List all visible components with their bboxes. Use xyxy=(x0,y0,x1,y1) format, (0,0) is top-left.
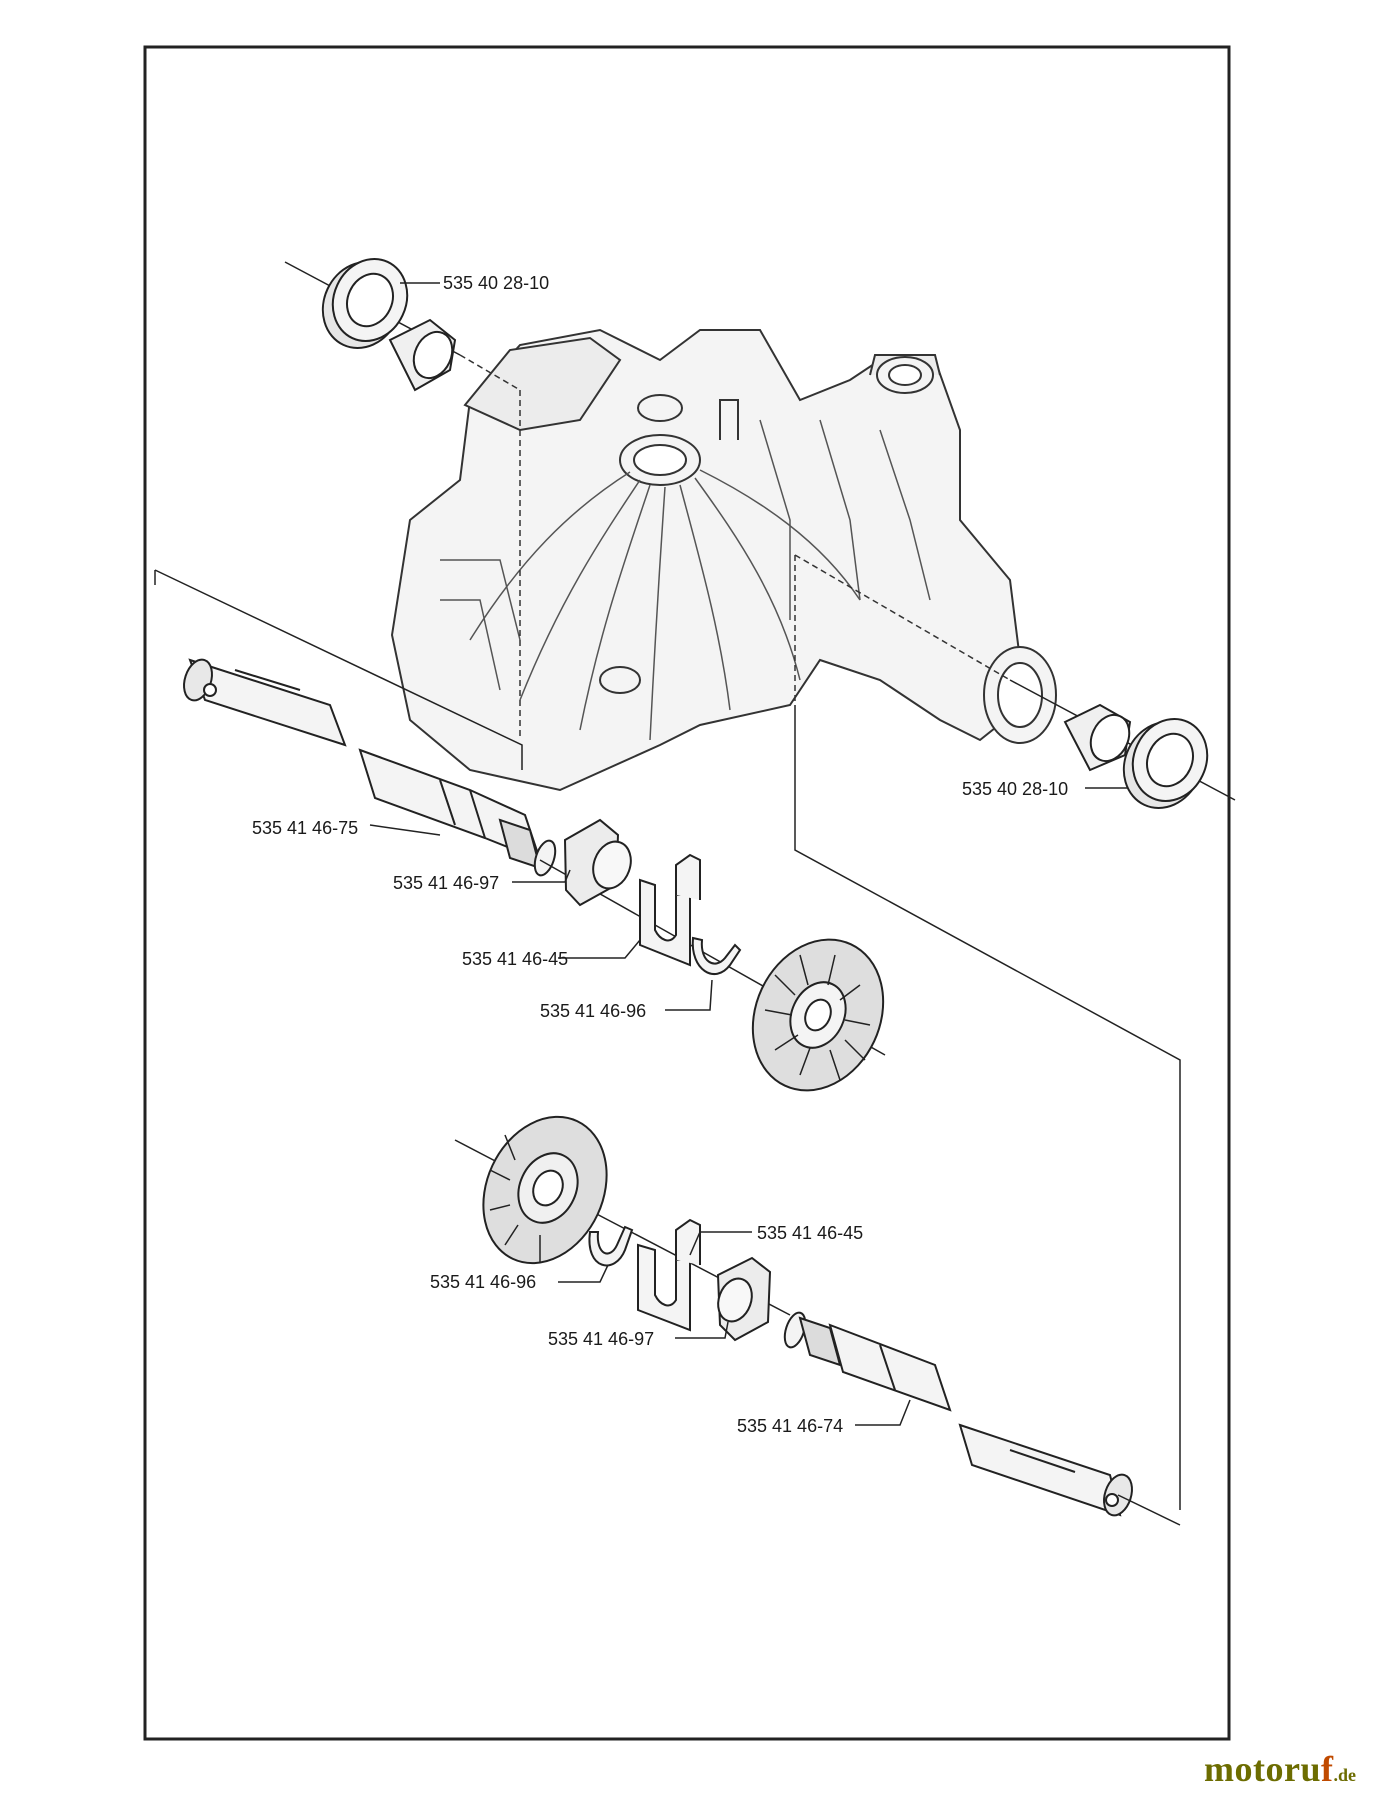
bushing-right xyxy=(1063,703,1132,772)
label-bearing-left: 535 41 46-97 xyxy=(393,873,499,893)
axle-left-spline xyxy=(498,818,557,877)
seal-top xyxy=(321,258,409,349)
washer-right xyxy=(588,1225,634,1267)
watermark-suffix: .de xyxy=(1333,1765,1357,1785)
label-seal-right: 535 40 28-10 xyxy=(962,779,1068,799)
bushing-top xyxy=(388,318,457,392)
watermark-main: motoru xyxy=(1204,1749,1321,1789)
label-washer-left: 535 41 46-96 xyxy=(540,1001,646,1021)
washer-left xyxy=(691,936,742,976)
label-axle-left: 535 41 46-75 xyxy=(252,818,358,838)
shim-left xyxy=(639,853,701,967)
watermark-accent: f xyxy=(1321,1749,1334,1789)
label-washer-right: 535 41 46-96 xyxy=(430,1272,536,1292)
right-outer-axis xyxy=(1117,1494,1181,1526)
label-shim-left: 535 41 46-45 xyxy=(462,949,568,969)
callout-leaders xyxy=(369,282,1128,1426)
axle-right-spline xyxy=(783,1311,842,1367)
axle-centerlines xyxy=(459,354,1011,740)
diagram-frame xyxy=(143,45,1231,1741)
transaxle-housing xyxy=(390,328,1057,792)
label-shim-right: 535 41 46-45 xyxy=(757,1223,863,1243)
seal-right xyxy=(1122,718,1209,809)
axle-right-shaft xyxy=(828,1323,952,1412)
axle-right-outer xyxy=(958,1423,1133,1517)
bearing-right xyxy=(716,1256,772,1342)
label-axle-right: 535 41 46-74 xyxy=(737,1416,843,1436)
bearing-left xyxy=(563,818,632,907)
shim-right xyxy=(637,1218,701,1332)
bevel-gear-left xyxy=(751,938,885,1092)
housing-fins xyxy=(440,419,931,741)
assembly-frame-lines xyxy=(154,569,1181,1510)
axle-left-outer xyxy=(183,658,347,747)
label-bearing-right: 535 41 46-97 xyxy=(548,1329,654,1349)
bevel-gear-right xyxy=(482,1115,608,1265)
label-seal-top: 535 40 28-10 xyxy=(443,273,549,293)
watermark-logo: motoruf.de xyxy=(1204,1748,1356,1790)
